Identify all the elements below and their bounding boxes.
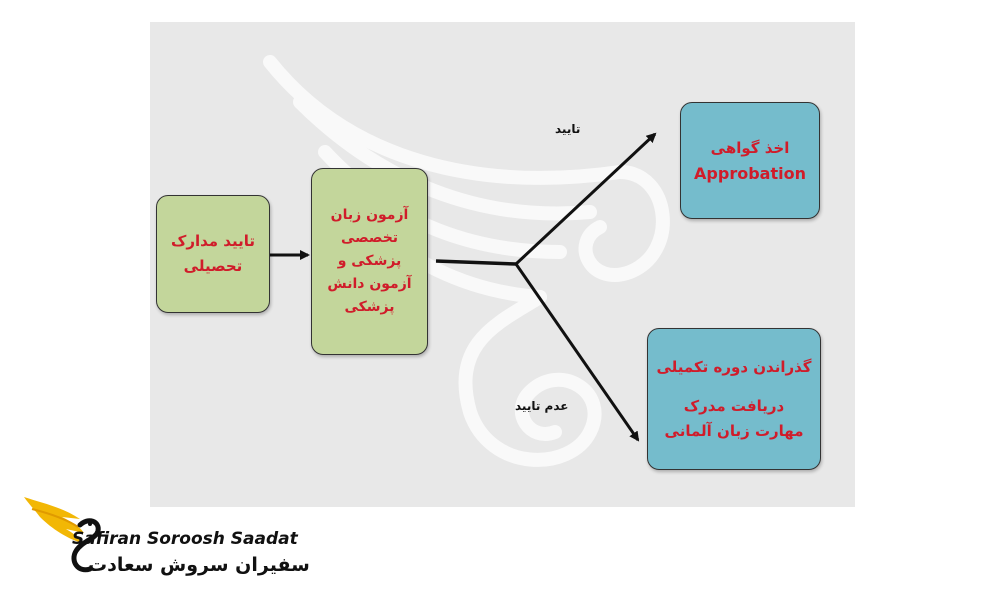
brand-name-latin: Safiran Soroosh Saadat	[72, 529, 298, 549]
complementary-line: دریافت مدرک	[683, 396, 785, 415]
exams-line: آزمون دانش	[327, 276, 412, 292]
complementary-line: مهارت زبان آلمانی	[664, 421, 804, 440]
verify-documents-line: تایید مدارک	[171, 232, 255, 250]
exams-line: آزمون زبان	[330, 207, 409, 223]
verify-documents-box: تایید مدارک تحصیلی	[156, 195, 270, 313]
complementary-course-box: گذراندن دوره تکمیلی دریافت مدرک مهارت زب…	[647, 328, 821, 470]
arrow-fork-to-complementary	[514, 263, 640, 442]
not-approved-label: عدم تایید	[515, 399, 569, 413]
exams-line: تخصصی	[340, 230, 399, 246]
approbation-box: اخذ گواهی Approbation	[680, 102, 820, 219]
diagram-canvas: تایید مدارک تحصیلی آزمون زبان تخصصی پزشک…	[150, 22, 855, 507]
brand-logo-icon	[24, 497, 101, 573]
approbation-line: Approbation	[694, 163, 806, 183]
verify-documents-line: تحصیلی	[183, 257, 243, 275]
approbation-line: اخذ گواهی	[710, 138, 790, 157]
exams-line: پزشکی و	[337, 253, 402, 269]
approved-label: تایید	[555, 122, 581, 136]
complementary-line: گذراندن دوره تکمیلی	[656, 357, 812, 376]
brand-name-persian: سفیران سروش سعادت	[88, 554, 310, 576]
exams-line: پزشکی	[344, 299, 395, 315]
flow-arrows	[270, 132, 657, 442]
exams-box: آزمون زبان تخصصی پزشکی و آزمون دانش پزشک…	[311, 168, 428, 355]
edge-exams-to-fork	[435, 259, 517, 266]
arrow-fork-to-approbation	[514, 132, 657, 266]
